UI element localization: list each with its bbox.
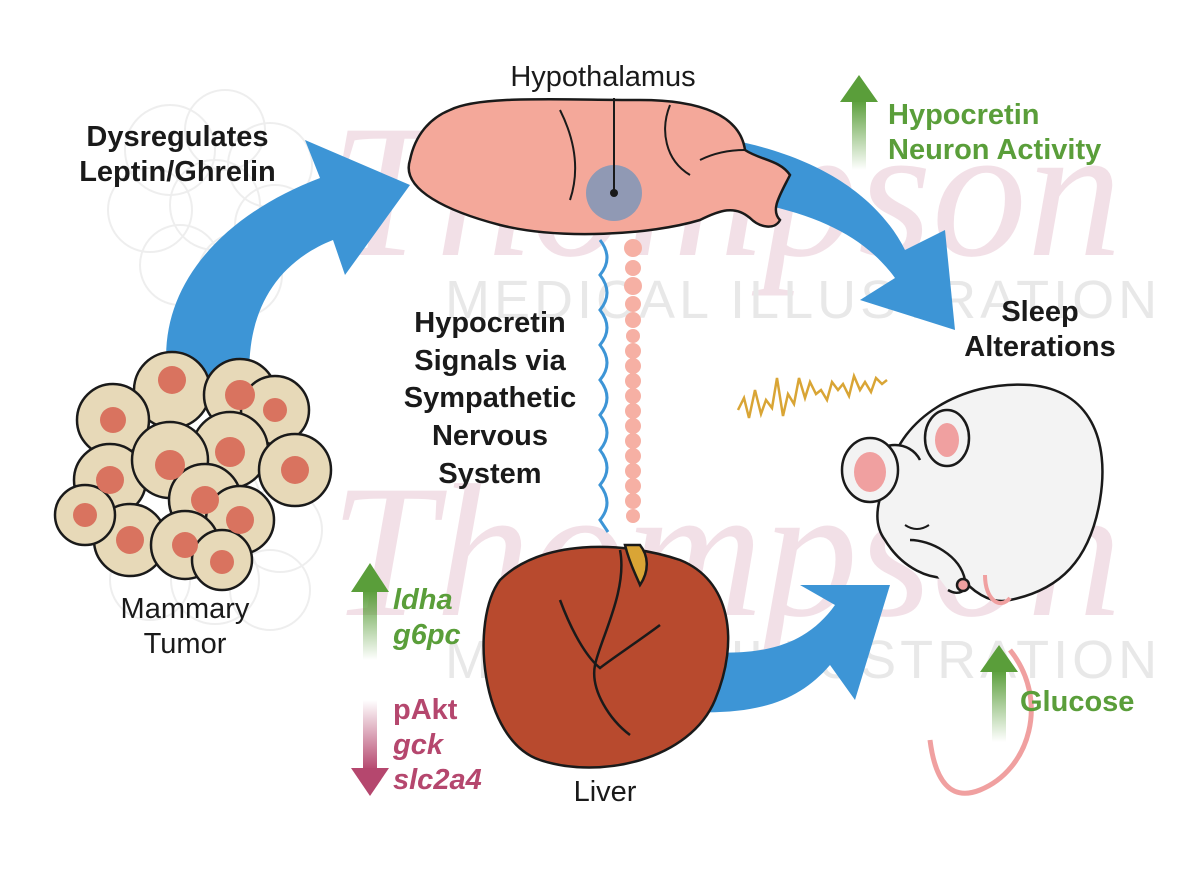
downregulated-genes: pAkt gck slc2a4 [393, 693, 482, 797]
arrow-liver-to-mouse [690, 585, 890, 713]
liver [482, 543, 730, 769]
sympathetic-nerve [598, 239, 642, 533]
hypocretin-signals-label: Hypocretin Signals via Sympathetic Nervo… [380, 305, 600, 493]
regulation-arrows [351, 75, 1018, 796]
glucose-label: Glucose [1020, 686, 1135, 718]
gene-pakt: pAkt [393, 694, 458, 726]
eeg-wave [736, 372, 888, 419]
genes-up-arrow [351, 563, 389, 660]
signals-line-4: Nervous [431, 420, 549, 453]
gene-gck: gck [393, 728, 443, 761]
tumor-line-2: Tumor [143, 627, 227, 660]
signals-line-5: System [438, 457, 542, 490]
dysregulates-line-2: Leptin/Ghrelin [79, 155, 276, 188]
signals-line-3: Sympathetic [403, 382, 577, 415]
signals-line-2: Signals via [414, 344, 566, 377]
upregulated-genes: ldha g6pc [393, 583, 461, 653]
nerve-signal-line [598, 239, 610, 533]
gene-ldha: ldha [393, 584, 453, 616]
sleep-line-1: Sleep [1001, 296, 1079, 328]
activity-up-arrow [840, 75, 878, 170]
dysregulates-label: Dysregulates Leptin/Ghrelin [40, 120, 315, 190]
brain-hypothalamus [407, 97, 792, 236]
mammary-tumor [53, 350, 333, 592]
gene-slc2a4: slc2a4 [393, 763, 482, 796]
sleep-line-2: Alterations [964, 330, 1116, 363]
activity-line-1: Hypocretin [888, 99, 1040, 131]
tumor-line-1: Mammary [120, 593, 250, 625]
arrow-tumor-to-brain [166, 140, 410, 390]
hypocretin-activity-label: Hypocretin Neuron Activity [888, 98, 1101, 168]
watermark-caption-top: MEDICAL ILLUSTRATION [445, 270, 1161, 330]
dysregulates-line-1: Dysregulates [86, 121, 269, 153]
mammary-tumor-label: Mammary Tumor [85, 592, 285, 662]
genes-down-arrow [351, 700, 389, 796]
signals-line-1: Hypocretin [414, 307, 566, 339]
glucose-up-arrow [980, 645, 1018, 742]
hypothalamus-label: Hypothalamus [510, 61, 696, 93]
gene-g6pc: g6pc [393, 618, 461, 651]
sleep-alterations-label: Sleep Alterations [930, 295, 1150, 365]
liver-label: Liver [573, 776, 637, 808]
mouse [840, 383, 1104, 796]
activity-line-2: Neuron Activity [888, 133, 1102, 166]
